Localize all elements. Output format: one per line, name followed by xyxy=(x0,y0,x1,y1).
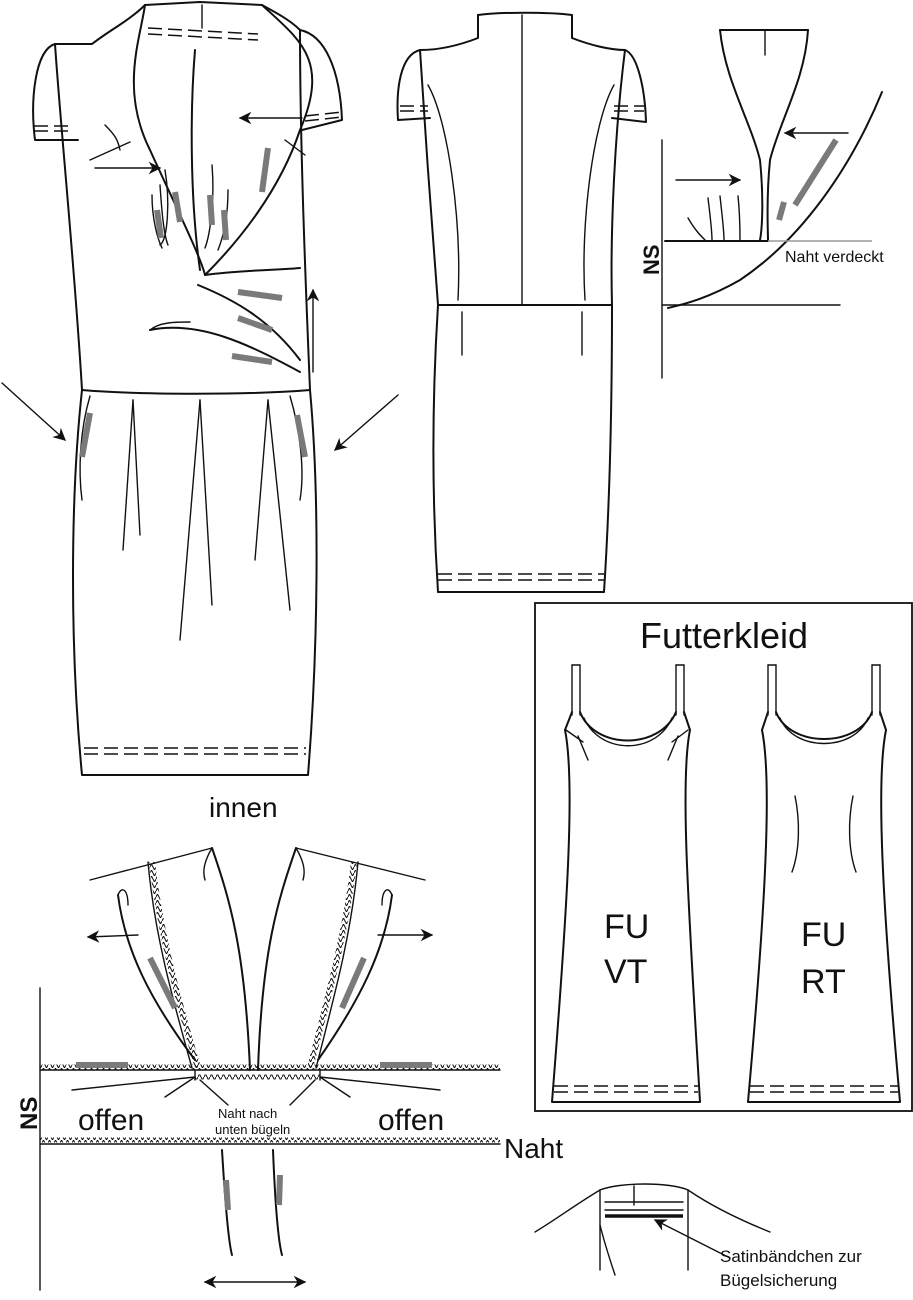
front-right-sleeve xyxy=(299,29,343,131)
label-innen: innen xyxy=(209,792,278,823)
naht-verdeckt-detail xyxy=(661,29,883,379)
label-futterkleid: Futterkleid xyxy=(640,615,808,656)
label-fu-vt-2: VT xyxy=(604,953,647,991)
front-right-lapel xyxy=(204,4,314,276)
label-satin-2: Bügelsicherung xyxy=(720,1271,837,1290)
satin-ribbon-detail xyxy=(534,1183,771,1276)
futterkleid-box xyxy=(534,602,913,1112)
front-collar-top xyxy=(144,1,301,31)
lining-front xyxy=(551,664,701,1103)
front-left-lapel xyxy=(132,4,206,276)
label-ns-bottom: NS xyxy=(16,1097,43,1130)
innen-detail xyxy=(39,847,501,1291)
back-skirt xyxy=(432,304,613,593)
label-offen-left: offen xyxy=(78,1104,144,1137)
label-naht: Naht xyxy=(504,1133,563,1164)
back-dress xyxy=(396,11,647,593)
label-ns-top: NS xyxy=(639,244,664,275)
label-fu-rt-1: FU xyxy=(801,916,846,954)
label-offen-right: offen xyxy=(378,1104,444,1137)
label-naht-nach-1: Naht nach xyxy=(218,1106,277,1121)
front-waist-seam xyxy=(81,389,311,395)
lining-back xyxy=(747,664,901,1103)
label-satin-1: Satinbändchen zur xyxy=(720,1247,862,1266)
label-naht-verdeckt: Naht verdeckt xyxy=(785,249,884,266)
front-skirt xyxy=(72,389,318,776)
label-fu-rt-2: RT xyxy=(801,963,846,1001)
front-left-sleeve xyxy=(32,43,79,141)
label-fu-vt-1: FU xyxy=(604,908,649,946)
front-dress xyxy=(1,1,399,776)
label-naht-nach-2: unten bügeln xyxy=(215,1122,290,1137)
